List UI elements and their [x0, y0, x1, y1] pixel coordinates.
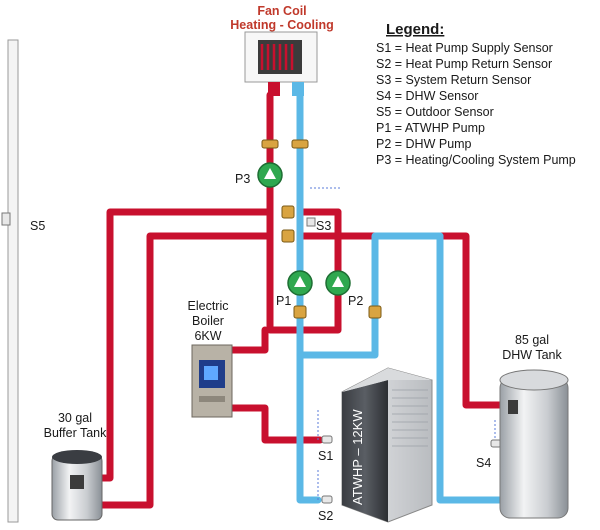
legend-item: P1 = ATWHP Pump: [376, 121, 485, 135]
heat-pump-unit: [341, 367, 433, 523]
pump-p1: [287, 270, 313, 296]
legend-item: S2 = Heat Pump Return Sensor: [376, 57, 552, 71]
legend-item: P3 = Heating/Cooling System Pump: [376, 153, 576, 167]
valves: [261, 139, 382, 319]
electric-boiler: [191, 344, 233, 418]
buffer-tank: [51, 450, 103, 521]
dhw-tank-label-line2: DHW Tank: [502, 348, 562, 362]
s4-label: S4: [476, 456, 491, 470]
legend-title: Legend:: [386, 21, 444, 38]
fan-coil-unit: [244, 31, 318, 96]
p3-label: P3: [235, 172, 250, 186]
legend-item: S3 = System Return Sensor: [376, 73, 531, 87]
fan-coil-title-line1: Fan Coil: [257, 4, 306, 18]
dhw-tank-label-line1: 85 gal: [515, 333, 549, 347]
heat-pump-label: ATWHP – 12KW: [350, 409, 365, 505]
buffer-tank-label-line1: 30 gal: [58, 411, 92, 425]
s2-label: S2: [318, 509, 333, 523]
s5-label: S5: [30, 219, 45, 233]
boiler-label-line3: 6KW: [194, 329, 221, 343]
sensor-bulbs: [306, 217, 502, 504]
s1-label: S1: [318, 449, 333, 463]
p2-label: P2: [348, 294, 363, 308]
fan-coil-title-line2: Heating - Cooling: [230, 18, 333, 32]
legend-item: S1 = Heat Pump Supply Sensor: [376, 41, 553, 55]
legend-item: S5 = Outdoor Sensor: [376, 105, 494, 119]
dhw-tank: [499, 369, 569, 519]
p1-label: P1: [276, 294, 291, 308]
legend-item: S4 = DHW Sensor: [376, 89, 478, 103]
boiler-label-line1: Electric: [188, 299, 229, 313]
return-piping: [296, 91, 514, 504]
legend-item: P2 = DHW Pump: [376, 137, 472, 151]
outdoor-sensor-pole: [1, 39, 19, 523]
buffer-tank-label-line2: Buffer Tank: [44, 426, 108, 440]
pump-p2: [325, 270, 351, 296]
s3-label: S3: [316, 219, 331, 233]
pump-p3: [257, 162, 283, 188]
boiler-label-line2: Boiler: [192, 314, 224, 328]
